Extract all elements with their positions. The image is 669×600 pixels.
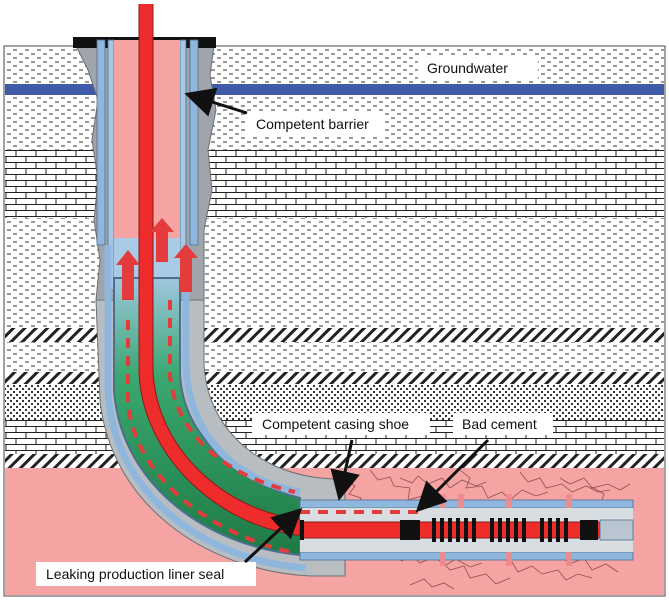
label-competent-casing-shoe: Competent casing shoe	[252, 413, 430, 435]
label-groundwater: Groundwater	[418, 57, 538, 79]
bad-cement-label: Bad cement	[462, 416, 537, 432]
groundwater-label: Groundwater	[427, 60, 508, 76]
label-leaking-liner-seal: Leaking production liner seal	[36, 562, 256, 586]
pointer-arrow-icon	[330, 439, 360, 501]
competent-barrier-label: Competent barrier	[256, 116, 369, 132]
perforations	[400, 518, 598, 542]
casing-wall-outer	[104, 245, 306, 572]
layer-hatch-3	[5, 454, 664, 468]
pointer-arrow-icon	[243, 507, 303, 564]
label-bad-cement: Bad cement	[453, 413, 553, 435]
upward-flow-arrow-icon	[116, 218, 198, 300]
leaking-liner-seal-label: Leaking production liner seal	[46, 566, 224, 582]
pointer-arrow-icon	[184, 87, 248, 117]
pointer-arrow-icon	[415, 438, 490, 513]
competent-casing-shoe-label: Competent casing shoe	[262, 416, 409, 432]
fracture-network	[344, 469, 631, 590]
groundwater-band	[5, 84, 664, 95]
leak-flow-path	[126, 300, 420, 554]
label-competent-barrier: Competent barrier	[247, 113, 383, 135]
